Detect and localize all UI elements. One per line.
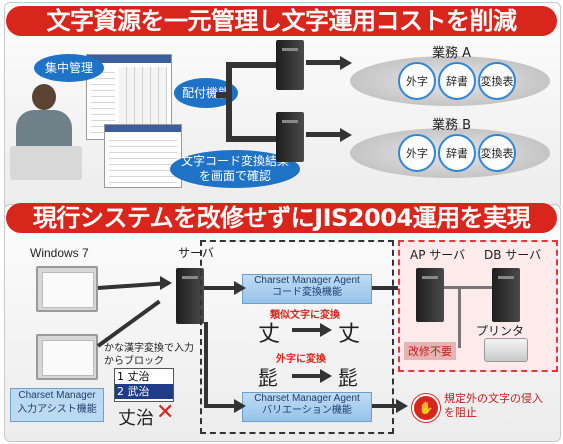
biz-a-conversion-table-label: 変換表 — [480, 75, 514, 88]
central-management-label: 集中管理 — [44, 60, 93, 75]
line-to-biz-a — [306, 60, 342, 65]
distribution-line-main — [216, 92, 232, 98]
client-pc-2 — [36, 334, 98, 380]
central-management-bubble: 集中管理 — [34, 54, 104, 82]
agent-code-conversion-box: Charset Manager Agent コード変換機能 — [242, 274, 372, 304]
similar-arrowhead — [320, 323, 332, 337]
server-to-agent1-line — [204, 286, 238, 290]
printer-label: プリンタ — [476, 324, 525, 338]
ap-server — [416, 268, 444, 322]
distribution-line-upper — [226, 62, 276, 68]
biz-b-gaiji-label: 外字 — [406, 147, 428, 160]
distribution-server-b — [276, 112, 304, 162]
biz-b-dictionary: 辞書 — [438, 134, 476, 172]
ext-arrowhead — [320, 369, 332, 383]
agent2-to-stop-arrowhead — [396, 399, 408, 413]
line-to-biz-b — [306, 132, 342, 137]
biz-a-gaiji: 外字 — [398, 62, 436, 100]
agent1-to-ap-line — [372, 286, 404, 290]
arrow-to-biz-b — [340, 128, 352, 142]
agent2-subtitle: バリエーション機能 — [262, 405, 352, 416]
candidate-list[interactable]: 1 丈治 2 武治 — [114, 368, 174, 402]
bottom-banner: 現行システムを改修せずにJIS2004運用を実現 — [6, 203, 557, 233]
ext-arrow-line — [292, 374, 322, 378]
biz-b-conversion-table: 変換表 — [478, 134, 516, 172]
candidate-item-2[interactable]: 2 武治 — [115, 384, 173, 399]
biz-a-dictionary-label: 辞書 — [446, 75, 468, 88]
top-banner: 文字資源を一元管理し文字運用コストを削減 — [6, 6, 557, 36]
arrow-to-biz-a — [340, 56, 352, 70]
distribution-line-vertical — [226, 62, 232, 142]
assist-subtitle: 入力アシスト機能 — [17, 404, 97, 415]
biz-a-dictionary: 辞書 — [438, 62, 476, 100]
biz-b-conversion-table-label: 変換表 — [480, 147, 514, 160]
db-server — [492, 268, 520, 322]
ap-server-label: AP サーバ — [410, 248, 466, 262]
ap-printer-link — [458, 286, 461, 348]
app-screenshot-conversion — [104, 124, 182, 188]
windows-label: Windows 7 — [30, 246, 89, 260]
distribution-line-lower — [226, 136, 276, 142]
server-to-agent2-vertical — [204, 322, 208, 406]
similar-from-char: 丈 — [258, 322, 281, 347]
reject-x-icon: ✕ — [156, 400, 175, 425]
ext-from-char: 髭 — [258, 366, 278, 390]
agent2-title: Charset Manager Agent — [254, 393, 360, 404]
agent1-subtitle: コード変換機能 — [272, 287, 342, 298]
server-to-agent2-arrowhead — [234, 399, 246, 413]
ext-to-char: 髭 — [338, 366, 358, 390]
stop-note: 規定外の文字の侵入を阻止 — [444, 392, 543, 419]
server-to-agent1-arrowhead — [234, 281, 246, 295]
biz-a-gaiji-label: 外字 — [406, 75, 428, 88]
candidate-item-1[interactable]: 1 丈治 — [117, 370, 150, 383]
business-b-title: 業務 B — [432, 118, 472, 133]
similar-arrow-line — [292, 328, 322, 332]
agent-variation-box: Charset Manager Agent バリエーション機能 — [242, 392, 372, 422]
person-at-desk-illustration — [10, 82, 82, 182]
agent1-title: Charset Manager Agent — [254, 275, 360, 286]
biz-b-gaiji: 外字 — [398, 134, 436, 172]
biz-b-dictionary-label: 辞書 — [446, 147, 468, 160]
agent2-to-stop-line — [372, 404, 400, 408]
server-to-agent2-line — [204, 404, 238, 408]
ap-db-link — [444, 286, 492, 289]
assist-title: Charset Manager — [18, 390, 96, 401]
stop-hand-icon: ✋ — [412, 394, 440, 422]
no-modify-badge: 改修不要 — [404, 342, 456, 360]
client-pc-1 — [36, 266, 98, 312]
db-server-label: DB サーバ — [484, 248, 542, 262]
business-a-title: 業務 A — [432, 46, 472, 61]
central-server — [176, 268, 204, 324]
input-assist-box: Charset Manager 入力アシスト機能 — [10, 388, 104, 422]
pc1-to-server-arrowhead — [160, 276, 172, 290]
similar-label: 類似文字に変換 — [270, 310, 340, 321]
printer-icon — [484, 338, 528, 362]
external-label: 外字に変換 — [276, 354, 326, 365]
agent-boundary — [200, 240, 394, 434]
blocked-word: 丈治 — [118, 408, 154, 429]
confirm-label: 文字コード変換結果を画面で確認 — [180, 154, 289, 183]
block-note: かな漢字変換で入力からブロック — [104, 343, 194, 367]
server-label: サーバ — [178, 246, 214, 260]
distribution-server-a — [276, 40, 304, 90]
biz-a-conversion-table: 変換表 — [478, 62, 516, 100]
similar-to-char: 丈 — [338, 322, 361, 347]
